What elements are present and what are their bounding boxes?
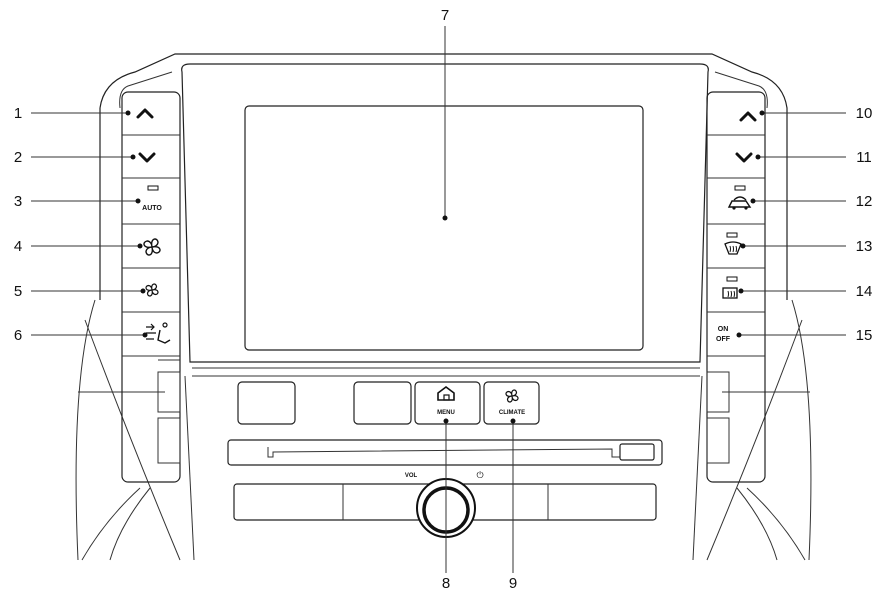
rear-defroster-icon [722,287,738,299]
callout-13: 13 [856,238,873,255]
fan-low-button[interactable] [145,283,159,297]
car-recirculation-icon [727,196,752,210]
chevron-down-icon [735,152,753,163]
left-button-strip [121,91,181,483]
climate-button[interactable]: CLIMATE [483,381,540,425]
callout-5: 5 [14,283,22,300]
front-defroster-icon [724,241,742,255]
blank-button-2[interactable] [353,381,412,425]
temp-down-right-button[interactable] [735,152,753,163]
callout-7: 7 [441,7,449,24]
disc-slot [227,439,663,466]
chevron-up-icon [739,111,757,122]
callout-14: 14 [856,283,873,300]
callout-12: 12 [856,193,873,210]
indicator-light [147,185,159,191]
touch-screen[interactable] [244,105,644,351]
temp-up-right-button[interactable] [739,111,757,122]
lower-control-row: MENU CLIMATE [237,381,540,425]
display-bezel [181,63,709,561]
callout-3: 3 [14,193,22,210]
menu-button[interactable]: MENU [414,381,481,425]
vol-label: VOL [405,473,418,479]
fan-icon [143,238,161,256]
fan-small-icon [145,283,159,297]
callout-11: 11 [856,149,872,166]
indicator-light [726,276,738,282]
indicator-light [734,185,746,191]
temp-down-left-button[interactable] [138,152,156,163]
callout-6: 6 [14,327,22,344]
callout-numbers: 1 2 3 4 5 6 7 8 9 10 11 12 13 14 15 [14,7,873,592]
menu-label: MENU [437,410,455,416]
right-button-strip [706,91,766,483]
air-flow-button[interactable] [146,322,171,344]
chevron-down-icon [138,152,156,163]
callout-15: 15 [856,327,873,344]
fan-icon [505,389,519,403]
indicator-light [726,232,738,238]
auto-button[interactable]: AUTO [142,185,162,212]
on-off-button[interactable]: ON OFF [716,326,731,343]
power-icon: ⏻ [476,470,483,481]
recirculation-button[interactable] [727,185,752,210]
blank-button-1[interactable] [237,381,296,425]
fan-high-button[interactable] [143,238,161,256]
callout-10: 10 [856,105,873,122]
front-defrost-button[interactable] [724,232,742,255]
callout-leaders [31,26,846,573]
callout-2: 2 [14,149,22,166]
callout-1: 1 [14,105,22,122]
home-icon [437,386,455,401]
chevron-up-icon [136,108,154,119]
auto-label: AUTO [142,205,162,212]
temp-up-left-button[interactable] [136,108,154,119]
dashboard-outline [75,53,812,561]
off-label: OFF [716,336,731,343]
callout-9: 9 [509,575,517,592]
air-flow-icon [146,322,171,344]
on-label: ON [718,326,729,333]
callout-8: 8 [442,575,450,592]
eject-button[interactable] [619,443,655,461]
rear-defrost-button[interactable] [722,276,738,299]
climate-label: CLIMATE [499,410,525,416]
callout-4: 4 [14,238,22,255]
